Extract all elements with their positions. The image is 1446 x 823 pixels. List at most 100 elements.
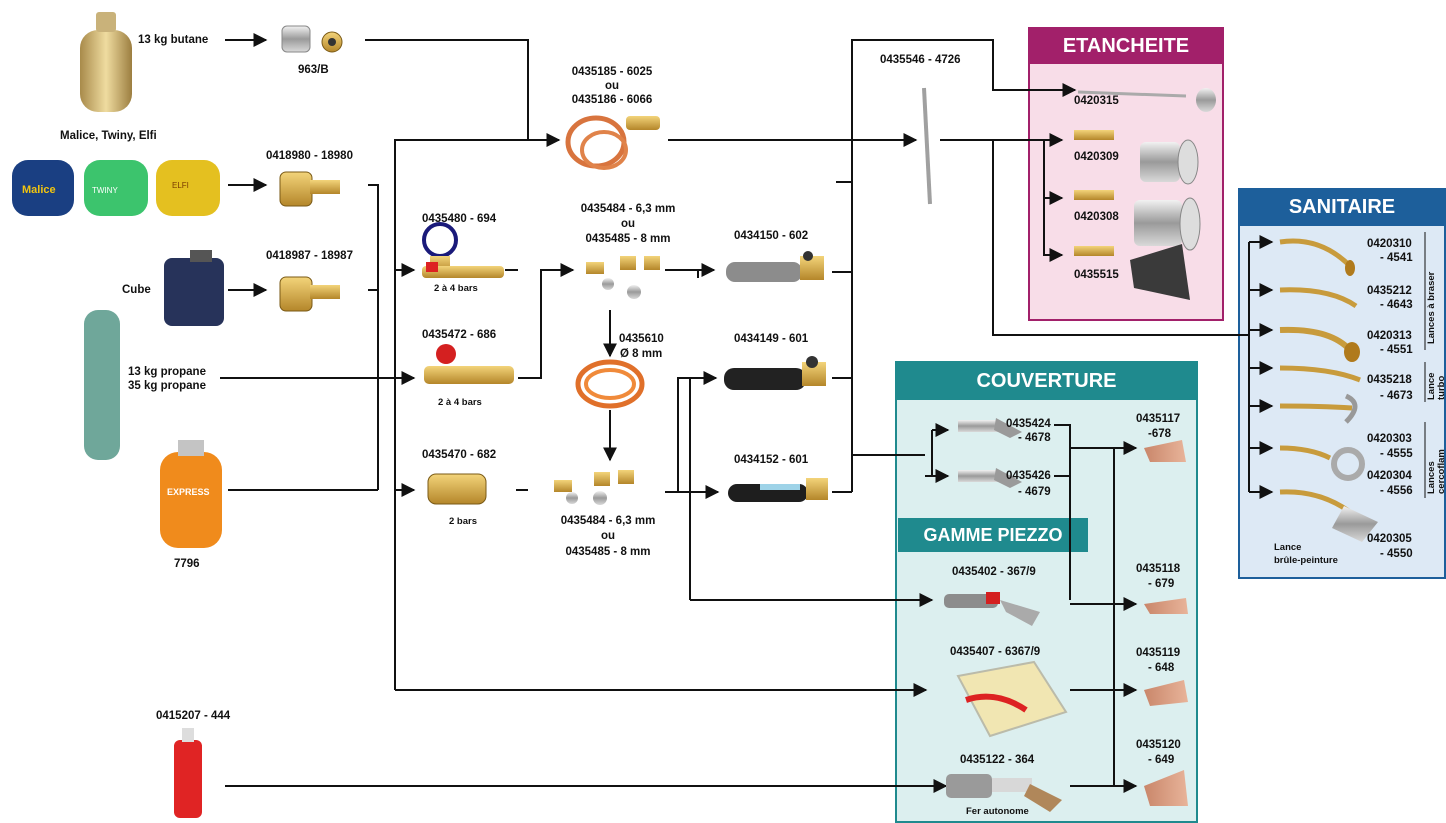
burner-nozzle-icon bbox=[1077, 88, 1216, 112]
regulator-2-code: 0418987 - 18987 bbox=[266, 250, 353, 262]
fittings-icon bbox=[586, 256, 660, 299]
couverture-iron-1-code: 0435424 bbox=[1006, 418, 1051, 430]
brazing-lance-icon bbox=[1279, 445, 1365, 481]
fittings-bottom-or: ou bbox=[600, 530, 616, 542]
extension-tube-icon bbox=[922, 87, 932, 205]
elfi-brand-text: ELFI bbox=[172, 181, 189, 190]
fittings-top-code-1: 0435484 - 6,3 mm bbox=[580, 203, 676, 215]
piezzo-tip-2-code: 0435118 bbox=[1136, 563, 1181, 575]
adapter-icon bbox=[281, 25, 343, 53]
piezzo-tip-2-sub: - 679 bbox=[1148, 578, 1175, 590]
connector-lines bbox=[220, 33, 1274, 793]
couverture-panel bbox=[895, 361, 1198, 823]
cube-label: Cube bbox=[122, 284, 151, 296]
red-regulator-code: 0435472 - 686 bbox=[422, 329, 497, 341]
brass-regulator-note: 2 bars bbox=[449, 516, 477, 527]
torch-icon bbox=[726, 251, 824, 282]
sanitaire-item-4-sub: - 4673 bbox=[1380, 390, 1413, 402]
sanitaire-header: SANITAIRE bbox=[1239, 189, 1445, 226]
sanitaire-paint-label-2: brûle-peinture bbox=[1274, 555, 1338, 566]
soldering-iron-icon bbox=[958, 418, 1022, 438]
handle-2-code: 0434149 - 601 bbox=[734, 333, 809, 345]
handle-1-code: 0434150 - 602 bbox=[734, 230, 809, 242]
malice-brand-text: Malice bbox=[22, 184, 56, 196]
gas-cylinder-icon bbox=[80, 12, 132, 112]
pressure-gauge-regulator-icon bbox=[422, 222, 504, 278]
propane-label-1: 13 kg propane bbox=[128, 366, 206, 378]
couverture-iron-1-sub: - 4678 bbox=[1018, 432, 1051, 444]
soldering-tip-icon bbox=[1144, 440, 1186, 462]
express-brand-text: EXPRESS bbox=[167, 487, 210, 497]
brazing-lance-icon bbox=[1279, 287, 1358, 309]
couverture-iron-2-sub: - 4679 bbox=[1018, 486, 1051, 498]
torch-icon bbox=[728, 478, 828, 502]
brazing-lance-icon bbox=[1279, 238, 1355, 276]
gas-cylinder-icon: Malice TWINY ELFI bbox=[12, 160, 220, 216]
fittings-bottom-code-1: 0435484 - 6,3 mm bbox=[560, 515, 656, 527]
etancheite-title: ETANCHEITE bbox=[1062, 35, 1190, 57]
gas-cylinder-icon bbox=[164, 250, 224, 326]
gas-cylinder-icon bbox=[84, 310, 120, 460]
sanitaire-item-2-code: 0435212 bbox=[1367, 285, 1412, 297]
hose-diameter: Ø 8 mm bbox=[620, 348, 663, 360]
piezzo-title: GAMME PIEZZO bbox=[923, 525, 1063, 545]
gauge-regulator-code: 0435480 - 694 bbox=[422, 213, 497, 225]
fittings-top-or: ou bbox=[620, 218, 636, 230]
brass-regulator-code: 0435470 - 682 bbox=[422, 449, 497, 461]
piezzo-header: GAMME PIEZZO bbox=[898, 518, 1088, 552]
piezzo-2-code: 0435407 - 6367/9 bbox=[950, 646, 1041, 658]
cartridge-code-label: 0415207 - 444 bbox=[156, 710, 231, 722]
sanitaire-paint-label-1: Lance bbox=[1274, 542, 1302, 553]
malice-label: Malice, Twiny, Elfi bbox=[60, 130, 157, 142]
soldering-iron-icon bbox=[958, 468, 1022, 488]
burner-nozzle-icon bbox=[1074, 130, 1199, 185]
propane-label-2: 35 kg propane bbox=[128, 380, 206, 392]
sanitaire-group-cerco-2: cercoflam bbox=[1436, 449, 1446, 494]
soldering-tip-icon bbox=[1144, 680, 1188, 706]
piezzo-3-note: Fer autonome bbox=[966, 806, 1029, 817]
piezzo-tip-3-code: 0435119 bbox=[1136, 647, 1181, 659]
couverture-iron-2-code: 0435426 bbox=[1006, 470, 1051, 482]
soldering-tip-icon bbox=[1144, 598, 1188, 614]
soldering-tip-icon bbox=[1144, 770, 1188, 806]
regulator-icon bbox=[279, 171, 340, 207]
fittings-icon bbox=[554, 470, 634, 505]
sanitaire-title: SANITAIRE bbox=[1288, 196, 1396, 218]
sanitaire-item-3-sub: - 4551 bbox=[1380, 344, 1413, 356]
paint-burner-lance-icon bbox=[1279, 489, 1378, 542]
piezzo-tip-4-sub: - 649 bbox=[1148, 754, 1175, 766]
sanitaire-item-4-code: 0435218 bbox=[1367, 374, 1412, 386]
sanitaire-item-6-sub: - 4556 bbox=[1380, 485, 1413, 497]
regulator-1-code: 0418980 - 18980 bbox=[266, 150, 353, 162]
regulator-icon bbox=[279, 276, 340, 312]
piezzo-tip-3-sub: - 648 bbox=[1148, 662, 1175, 674]
etancheite-item-1: 0420315 bbox=[1074, 95, 1119, 107]
sanitaire-group-braser: Lances à braser bbox=[1426, 271, 1437, 344]
piezzo-1-code: 0435402 - 367/9 bbox=[952, 566, 1036, 578]
fittings-top-code-2: 0435485 - 8 mm bbox=[585, 233, 671, 245]
gauge-regulator-note: 2 à 4 bars bbox=[434, 283, 478, 294]
piezo-kit-case-icon bbox=[956, 660, 1068, 738]
hose-kit-code-1: 0435185 - 6025 bbox=[571, 66, 653, 78]
hose-code: 0435610 bbox=[619, 333, 664, 345]
sanitaire-item-2-sub: - 4643 bbox=[1380, 299, 1413, 311]
piezzo-tip-4-code: 0435120 bbox=[1136, 739, 1181, 751]
hose-kit-code-2: 0435186 - 6066 bbox=[571, 94, 653, 106]
brazing-lance-icon bbox=[1279, 365, 1361, 383]
torch-icon bbox=[724, 356, 826, 390]
piezo-torch-icon bbox=[944, 592, 1040, 626]
gas-cylinder-icon: EXPRESS bbox=[160, 440, 222, 548]
handle-3-code: 0434152 - 601 bbox=[734, 454, 809, 466]
gas-cartridge-icon bbox=[174, 728, 202, 818]
butane-label: 13 kg butane bbox=[138, 34, 209, 46]
sanitaire-item-6-code: 0420304 bbox=[1367, 470, 1412, 482]
regulator-icon bbox=[427, 473, 487, 505]
red-regulator-note: 2 à 4 bars bbox=[438, 397, 482, 408]
red-knob-regulator-icon bbox=[424, 344, 514, 384]
couverture-tip-1-sub: -678 bbox=[1148, 428, 1172, 440]
piezzo-3-code: 0435122 - 364 bbox=[960, 754, 1035, 766]
adapter-code-label: 963/B bbox=[298, 64, 329, 76]
sanitaire-item-3-code: 0420313 bbox=[1367, 330, 1412, 342]
etancheite-item-4: 0435515 bbox=[1074, 269, 1119, 281]
